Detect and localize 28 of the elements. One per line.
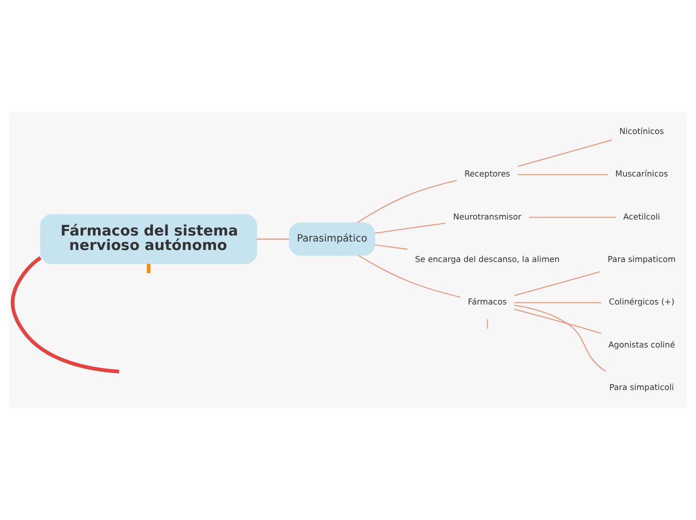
connector xyxy=(486,318,488,330)
node-text: Para simpaticom xyxy=(608,254,676,264)
node-text: Nicotínicos xyxy=(619,126,664,136)
connector xyxy=(518,174,608,176)
node-box: Parasimpático xyxy=(288,222,376,256)
connector xyxy=(374,222,446,234)
node-text: Colinérgicos (+) xyxy=(608,296,674,307)
node-text: Fármacos xyxy=(468,296,507,307)
node-box: Fármacos del sistema nervioso autónomo xyxy=(40,214,258,264)
node-text: Neurotransmisor xyxy=(453,211,522,222)
connector xyxy=(528,216,616,218)
connector xyxy=(514,308,602,334)
node-text: Para simpaticoli xyxy=(609,382,674,392)
connector xyxy=(514,302,602,304)
connector xyxy=(358,255,461,298)
connector xyxy=(518,140,613,167)
connector xyxy=(356,180,458,224)
node-text: Agonistas coliné xyxy=(608,339,675,350)
node-text: Se encarga del descanso, la alimen xyxy=(415,254,560,264)
node-text: Receptores xyxy=(464,168,510,179)
connector xyxy=(256,238,290,240)
node-text: Acetilcoli xyxy=(623,211,660,222)
connector xyxy=(146,264,150,274)
connector xyxy=(514,304,606,372)
connector xyxy=(514,271,600,296)
connector xyxy=(10,256,120,374)
node-text: Muscarínicos xyxy=(615,168,668,179)
connector xyxy=(374,244,408,250)
